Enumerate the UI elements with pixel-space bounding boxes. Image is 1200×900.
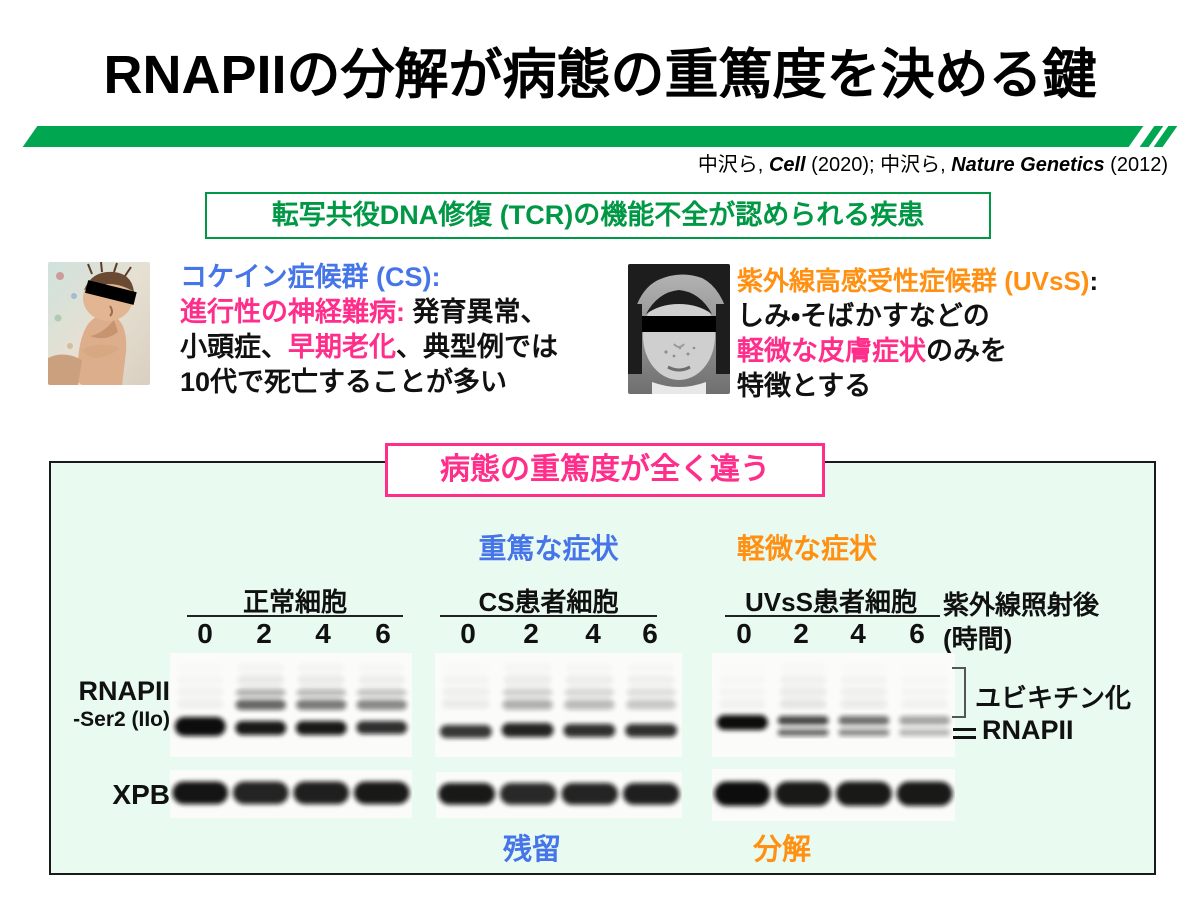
outcome-label-remain: 残留 bbox=[502, 834, 561, 866]
uv-hours-label: (時間) bbox=[943, 624, 1013, 654]
row-label-ser2: -Ser2 (IIo) bbox=[73, 708, 170, 731]
ubiquitin-bracket bbox=[952, 667, 966, 718]
time-4-uvss: 4 bbox=[850, 618, 866, 649]
time-6-cs: 6 bbox=[642, 618, 658, 649]
rnapii-band-label: RNAPII bbox=[982, 715, 1074, 745]
group-underline-normal bbox=[187, 615, 403, 617]
row-label-rnapii: RNAPII bbox=[78, 676, 170, 706]
title-divider-bar bbox=[22, 126, 1144, 147]
uvss-line2: しみ・そばかすなどの bbox=[737, 301, 990, 331]
time-0-cs: 0 bbox=[460, 618, 476, 649]
rnapii-band-tick-bottom bbox=[953, 736, 976, 739]
time-2-cs: 2 bbox=[523, 618, 539, 649]
cs-name-line: コケイン症候群 (CS): bbox=[180, 260, 558, 295]
cs-patient-photo bbox=[48, 262, 150, 385]
time-4-normal: 4 bbox=[315, 618, 331, 649]
cs-line4: 10代で死亡することが多い bbox=[180, 367, 508, 397]
cs-line2: 進行性の神経難病: 発育異常、 bbox=[180, 297, 548, 327]
citation: 中沢ら, Cell (2020); 中沢ら, Nature Genetics (… bbox=[600, 148, 1168, 177]
cs-patient-photo-art bbox=[48, 262, 150, 385]
group-label-normal: 正常細胞 bbox=[242, 587, 347, 617]
severe-symptoms-label: 重篤な症状 bbox=[478, 533, 619, 564]
citation-journal-cell: Cell bbox=[768, 154, 806, 176]
xpb-blot-cs bbox=[436, 772, 682, 818]
time-0-normal: 0 bbox=[197, 618, 213, 649]
row-label-xpb: XPB bbox=[112, 779, 170, 810]
time-2-uvss: 2 bbox=[793, 618, 809, 649]
outcome-label-degraded: 分解 bbox=[752, 834, 811, 866]
ubiquitination-label: ユビキチン化 bbox=[975, 683, 1132, 713]
citation-post: (2012) bbox=[1104, 154, 1168, 176]
time-4-cs: 4 bbox=[585, 618, 601, 649]
uvss-name-line: 紫外線高感受性症候群 (UVsS): bbox=[737, 266, 1099, 296]
tcr-disease-box: 転写共役DNA修復 (TCR)の機能不全が認められる疾患 bbox=[205, 192, 991, 239]
uvss-line3: 軽微な皮膚症状のみを bbox=[737, 336, 1007, 366]
page-title: RNAPIIの分解が病態の重篤度を決める鍵 bbox=[103, 45, 1097, 105]
group-label-cs: CS患者細胞 bbox=[478, 587, 619, 617]
uvss-name: 紫外線高感受性症候群 (UVsS) bbox=[737, 266, 1090, 296]
citation-journal-ng: Nature Genetics bbox=[951, 154, 1105, 176]
cs-line3: 小頭症、早期老化、典型例では bbox=[180, 332, 558, 362]
rnapii-blot-normal bbox=[170, 653, 412, 757]
xpb-blot-uvss bbox=[712, 769, 955, 821]
rnapii-band-tick-top bbox=[953, 728, 976, 731]
uv-irradiation-label: 紫外線照射後 bbox=[943, 590, 1100, 620]
uvss-description: 紫外線高感受性症候群 (UVsS): しみ・そばかすなどの 軽微な皮膚症状のみを… bbox=[737, 264, 1098, 404]
rnapii-blot-uvss bbox=[712, 653, 955, 757]
time-6-normal: 6 bbox=[375, 618, 391, 649]
cs-description: コケイン症候群 (CS): 進行性の神経難病: 発育異常、 小頭症、早期老化、典… bbox=[180, 260, 558, 400]
cs-name: コケイン症候群 (CS): bbox=[180, 262, 441, 292]
group-underline-cs bbox=[440, 615, 657, 617]
mild-symptoms-label: 軽微な症状 bbox=[736, 533, 877, 564]
xpb-blot-normal bbox=[170, 770, 412, 818]
rnapii-blot-cs bbox=[435, 653, 682, 757]
group-underline-uvss bbox=[725, 615, 940, 617]
uvss-line4: 特徴とする bbox=[737, 371, 872, 401]
time-6-uvss: 6 bbox=[909, 618, 925, 649]
uvss-patient-photo-art bbox=[628, 264, 730, 394]
time-2-normal: 2 bbox=[256, 618, 272, 649]
severity-headline-box: 病態の重篤度が全く違う bbox=[385, 443, 825, 497]
time-0-uvss: 0 bbox=[736, 618, 752, 649]
group-label-uvss: UVsS患者細胞 bbox=[745, 587, 917, 617]
uvss-patient-photo bbox=[628, 264, 730, 394]
citation-mid: (2020); 中沢ら, bbox=[805, 154, 952, 176]
citation-pre: 中沢ら, bbox=[697, 154, 769, 176]
